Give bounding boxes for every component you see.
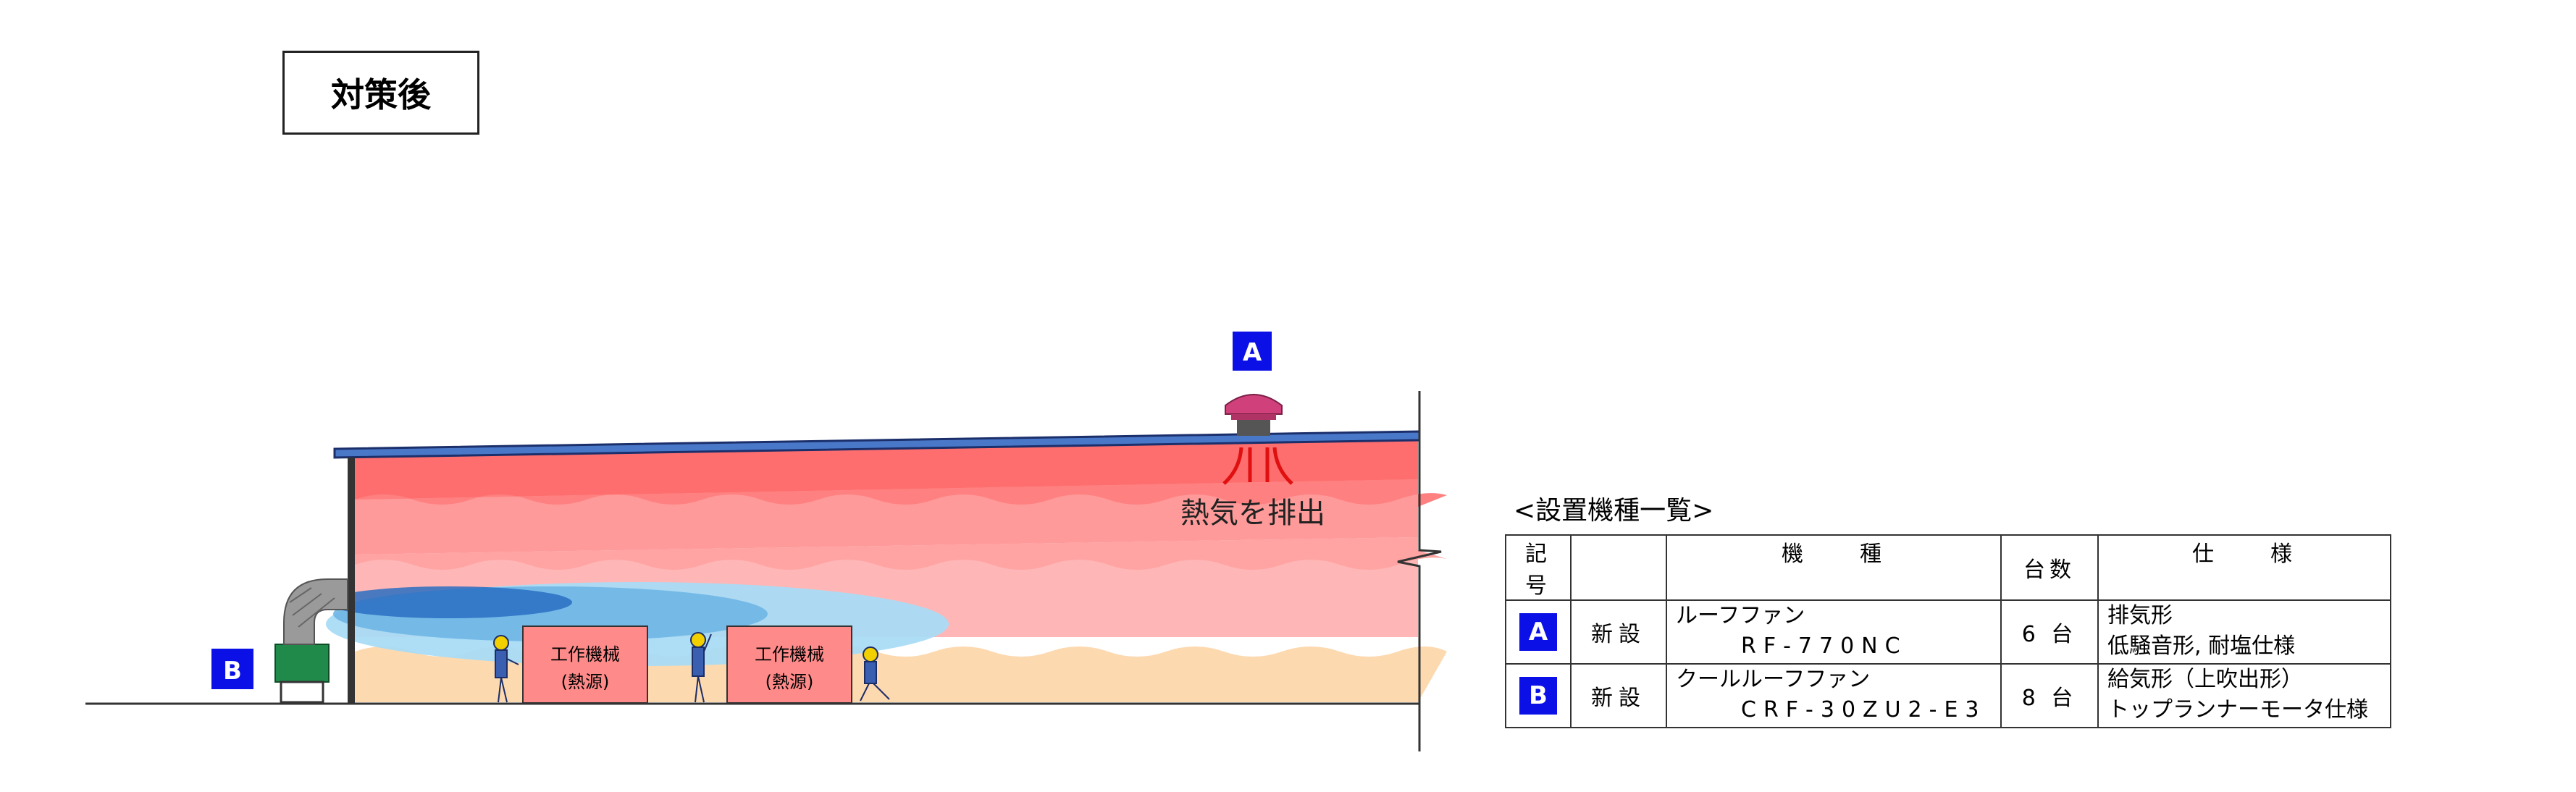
svg-text:B: B <box>223 657 242 686</box>
spec-line: 排気形 <box>2107 603 2173 628</box>
table-header-row: 記号 機 種 台数 仕 様 <box>1505 534 2391 601</box>
header-model: 機 種 <box>1666 534 2002 601</box>
worker-figure <box>690 632 712 703</box>
svg-text:工作機械: 工作機械 <box>755 644 824 665</box>
header-qty: 台数 <box>2000 534 2099 601</box>
model-number: CRF-30ZU2-E3 <box>1741 697 1986 723</box>
symbol-badge: B <box>1519 677 1557 715</box>
model-name: クールルーフファン <box>1676 667 1871 692</box>
worker-figure <box>493 635 519 703</box>
symbol-badge: A <box>1519 613 1557 651</box>
machine-heat-source-2: 工作機械 (熱源) <box>726 625 852 704</box>
worker-figure <box>860 646 890 702</box>
section-break-line <box>1397 391 1442 751</box>
spec-line: トップランナーモータ仕様 <box>2107 697 2368 723</box>
svg-text:A: A <box>1243 338 1262 367</box>
svg-text:(熱源): (熱源) <box>561 672 610 692</box>
machine-heat-source-1: 工作機械 (熱源) <box>522 625 648 704</box>
exhaust-label: 熱気を排出 <box>1180 497 1325 530</box>
svg-text:(熱源): (熱源) <box>765 672 814 692</box>
spec-line: 低騒音形, 耐塩仕様 <box>2107 633 2296 659</box>
header-kind <box>1570 534 1667 601</box>
roof-fan-a <box>1225 394 1283 436</box>
badge-a <box>1233 332 1272 371</box>
table-row: A 新設 ルーフファン RF-770NC 6 台 排気形 低騒音形, 耐塩仕様 <box>1505 599 2391 665</box>
kind-cell: 新設 <box>1570 599 1667 665</box>
header-spec: 仕 様 <box>2097 534 2391 601</box>
exhaust-arrows <box>1222 447 1293 485</box>
model-number: RF-770NC <box>1741 633 1908 659</box>
svg-text:工作機械: 工作機械 <box>550 644 620 665</box>
kind-cell: 新設 <box>1570 663 1667 728</box>
badge-b <box>211 649 253 689</box>
qty-cell: 8 台 <box>2000 663 2099 728</box>
equipment-table: 記号 機 種 台数 仕 様 A 新設 ルーフファン RF-770NC 6 台 排… <box>1505 534 2391 728</box>
header-symbol: 記号 <box>1505 534 1572 601</box>
table-row: B 新設 クールルーフファン CRF-30ZU2-E3 8 台 給気形（上吹出形… <box>1505 663 2391 728</box>
spec-line: 給気形（上吹出形） <box>2107 667 2303 692</box>
qty-cell: 6 台 <box>2000 599 2099 665</box>
page-title: 対策後 <box>282 51 479 135</box>
model-name: ルーフファン <box>1676 603 1805 628</box>
cool-roof-fan-b <box>274 578 348 704</box>
left-wall <box>348 458 355 704</box>
equipment-list-caption: <設置機種一覧> <box>1514 496 1714 526</box>
